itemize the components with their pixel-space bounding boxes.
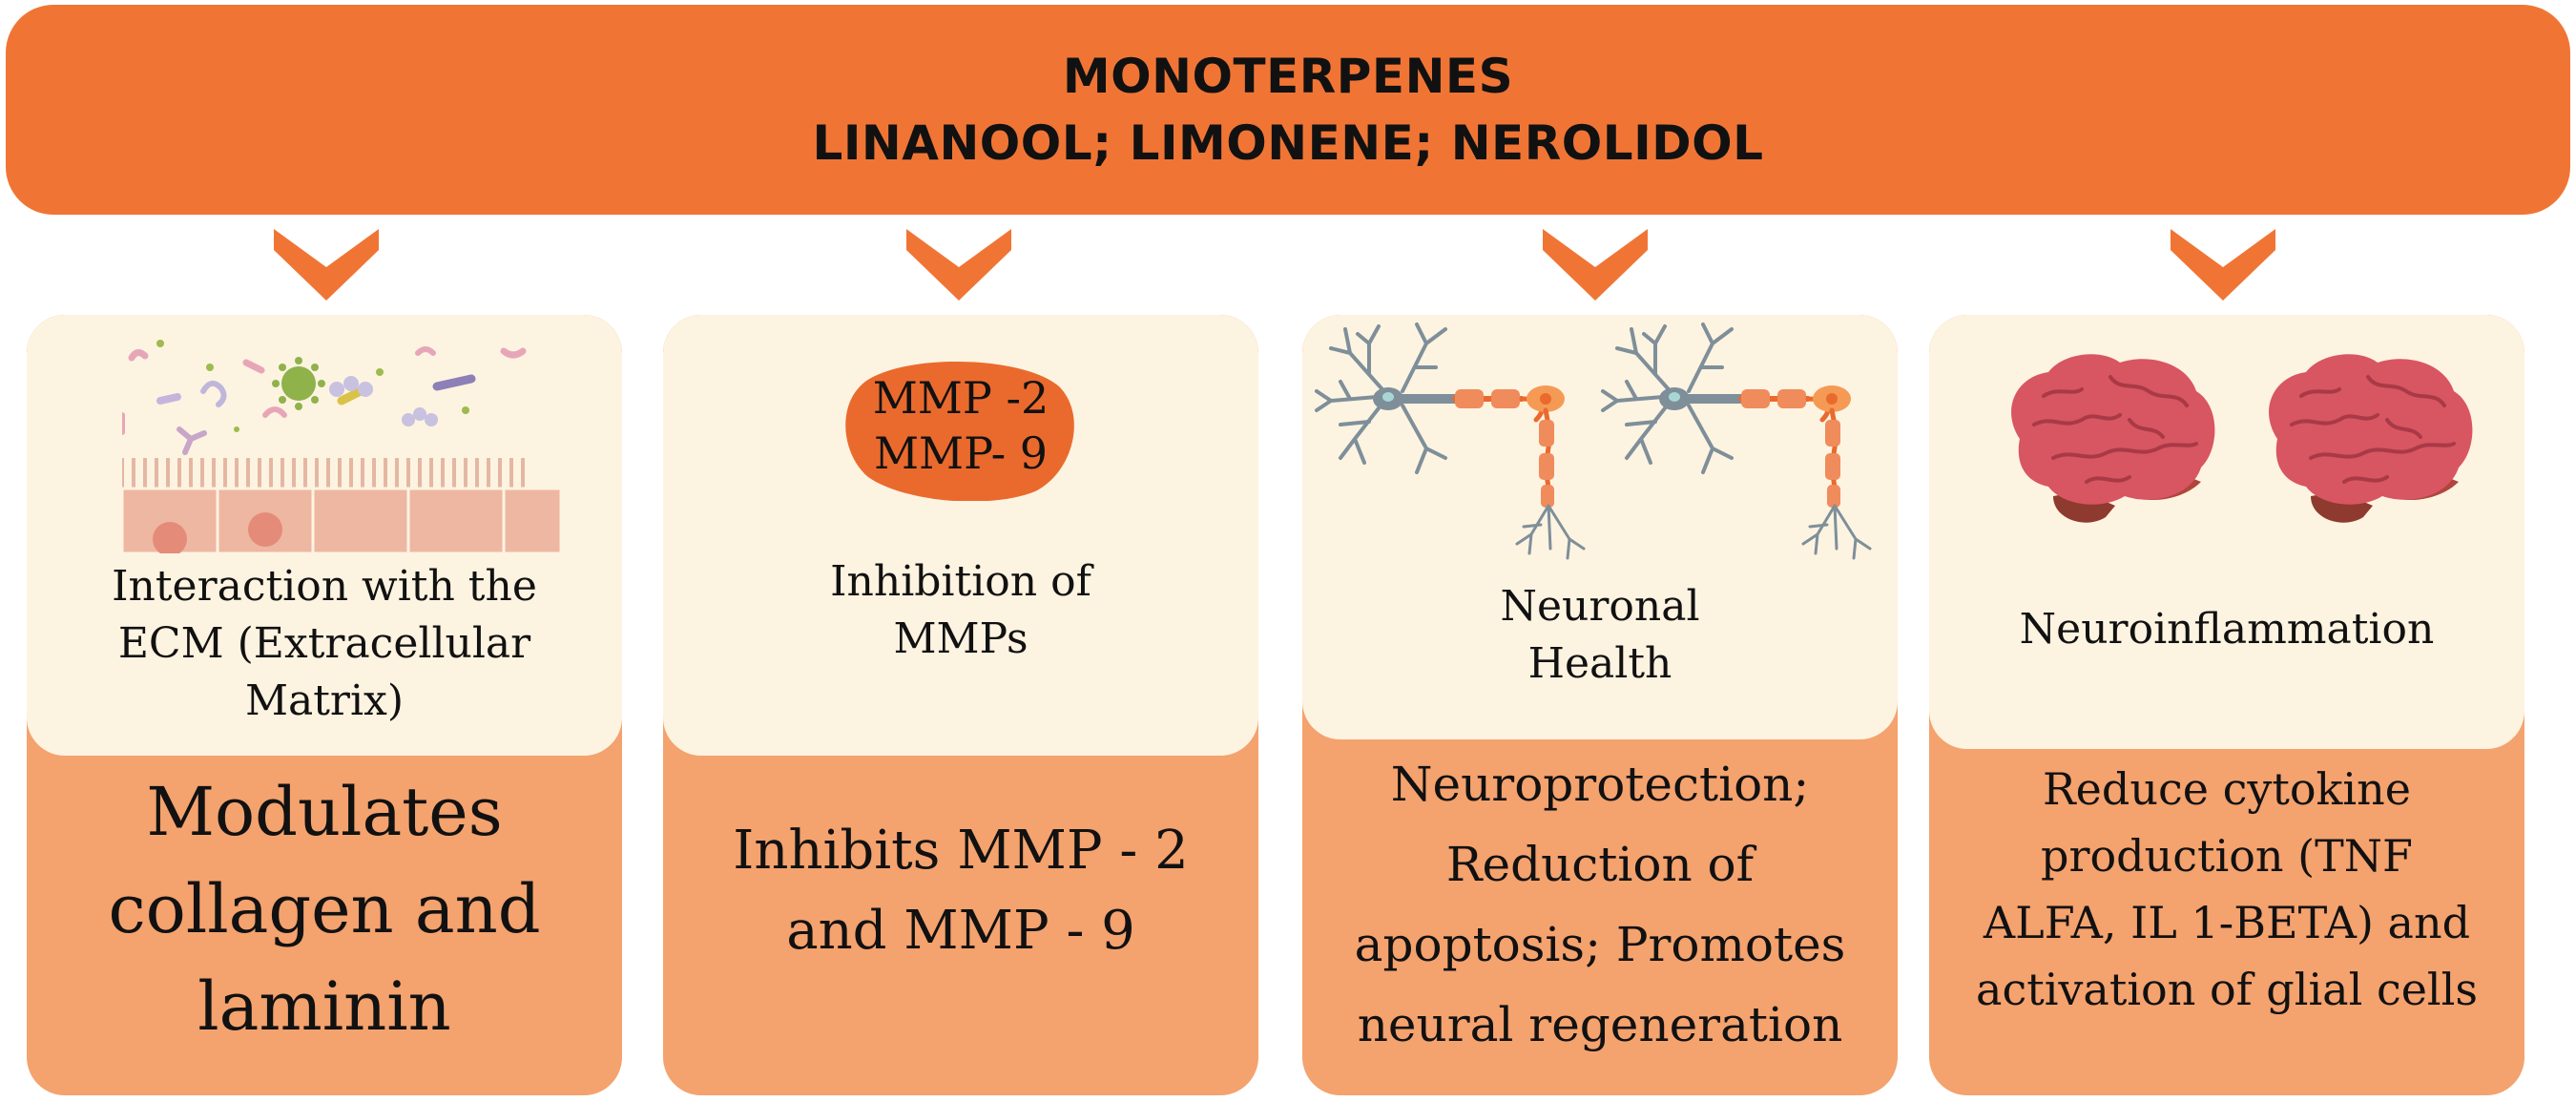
card-neuroinflammation-header: Neuroinflammation <box>1929 315 2524 749</box>
chevron-down-icon <box>906 229 1011 301</box>
brain-icon <box>2011 353 2475 525</box>
monoterpenes-banner: MONOTERPENES LINANOOL; LIMONENE; NEROLID… <box>6 5 2570 215</box>
extracellular-matrix-icon <box>122 340 561 553</box>
neuron-icon <box>1315 315 1884 563</box>
card-neuronal-title: Neuronal Health <box>1500 582 1700 688</box>
card-neuronal-health: Neuronal Health Neuroprotection; Reducti… <box>1302 315 1898 1095</box>
card-ecm-body: Modulates collagen and laminin <box>108 773 541 1046</box>
chevron-down-icon <box>274 229 379 301</box>
chevron-down-icon <box>1543 229 1648 301</box>
card-neuronal-body: Neuroprotection; Reduction of apoptosis;… <box>1354 757 1846 1052</box>
banner-subtitle: LINANOOL; LIMONENE; NEROLIDOL <box>812 115 1764 171</box>
card-mmps-title: Inhibition of MMPs <box>830 557 1091 663</box>
card-neuroinflammation-title: Neuroinflammation <box>2019 605 2435 654</box>
banner-title: MONOTERPENES <box>1062 49 1514 104</box>
card-mmps-header: MMP -2 MMP- 9 Inhibition of MMPs <box>663 315 1258 756</box>
card-mmps-body: Inhibits MMP - 2 and MMP - 9 <box>733 820 1189 962</box>
card-mmps: MMP -2 MMP- 9 Inhibition of MMPs Inhibit… <box>663 315 1258 1095</box>
mmp-blob-icon <box>845 362 1074 501</box>
card-ecm-header: Interaction with the ECM (Extracellular … <box>27 315 622 756</box>
card-ecm: Interaction with the ECM (Extracellular … <box>27 315 622 1095</box>
mmp-badge: MMP -2 MMP- 9 <box>872 372 1049 479</box>
card-neuroinflammation-body: Reduce cytokine production (TNF ALFA, IL… <box>1976 763 2478 1015</box>
card-neuroinflammation: Neuroinflammation Reduce cytokine produc… <box>1929 315 2524 1095</box>
card-neuronal-header: Neuronal Health <box>1302 315 1898 739</box>
card-ecm-title: Interaction with the ECM (Extracellular … <box>112 562 537 725</box>
chevron-down-icon <box>2171 229 2275 301</box>
